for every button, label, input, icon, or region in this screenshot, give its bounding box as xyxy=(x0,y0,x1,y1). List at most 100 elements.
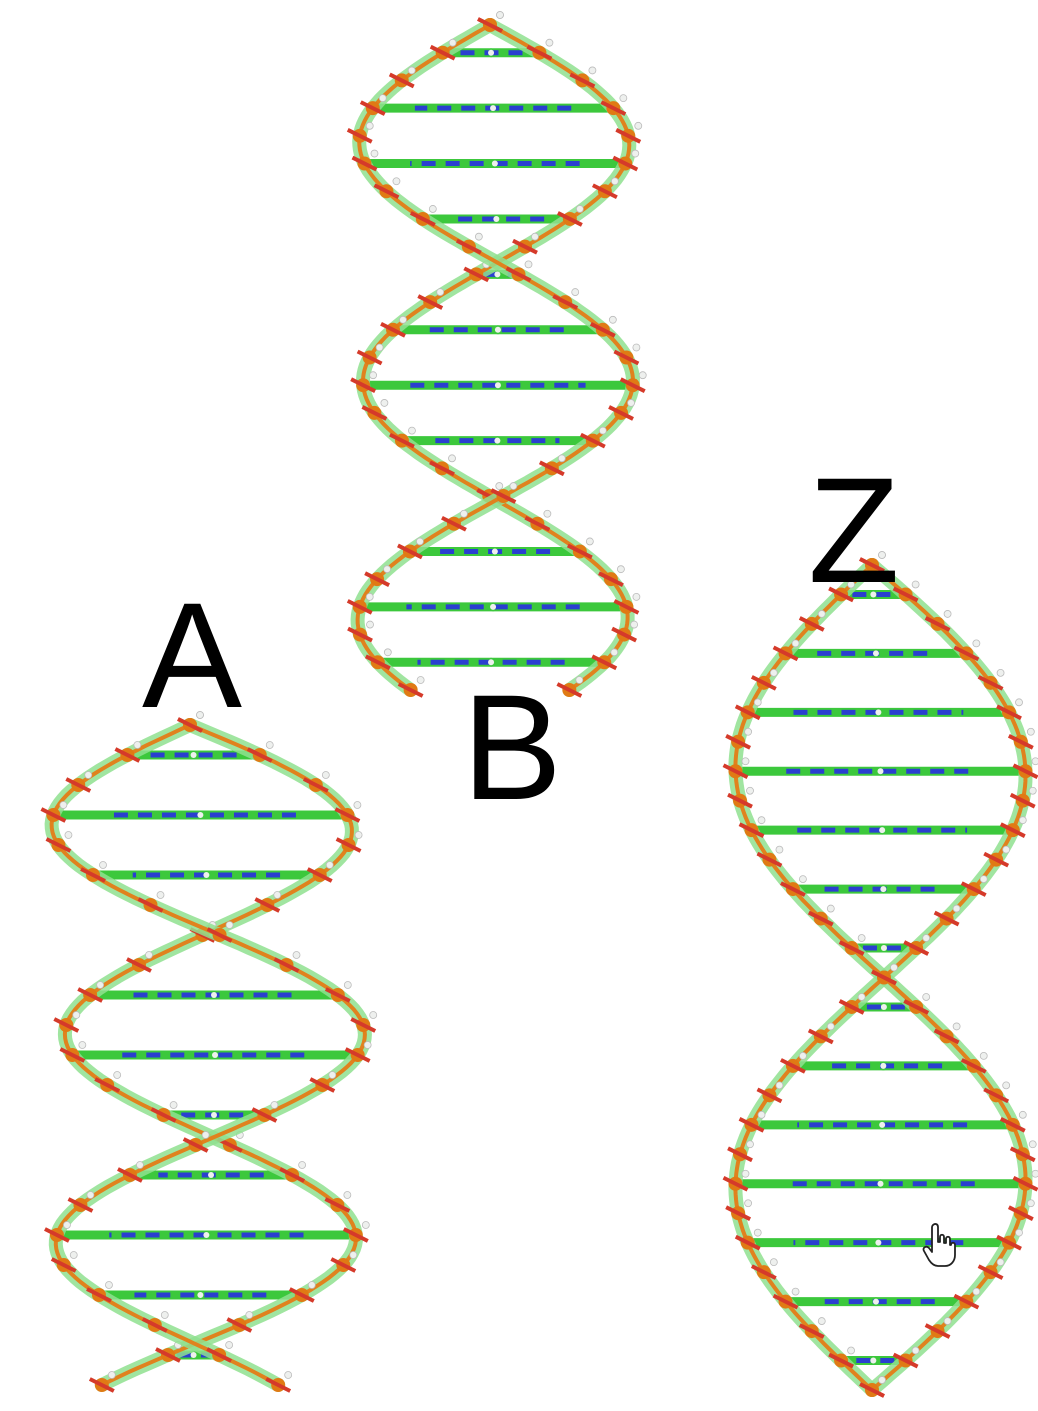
oxygen-atom xyxy=(725,1205,752,1222)
hydrogen-atom xyxy=(543,509,552,518)
hydrogen-atom xyxy=(746,1140,754,1149)
hydrogen-atom xyxy=(826,904,835,913)
oxygen-atom xyxy=(566,543,593,560)
hydrogen-atom xyxy=(1026,1199,1035,1208)
oxygen-atom xyxy=(373,183,400,200)
hydrogen-atom xyxy=(817,610,826,618)
oxygen-atom xyxy=(80,867,106,883)
oxygen-atom xyxy=(750,675,777,691)
hydrogen-atom xyxy=(632,343,641,352)
phosphate-backbone-2 xyxy=(355,23,635,692)
hydrogen-bond xyxy=(879,1121,886,1128)
hydrogen-bond xyxy=(488,49,495,56)
hydrogen-atom xyxy=(105,1281,113,1289)
oxygen-atom xyxy=(569,72,596,89)
hydrogen-atom xyxy=(757,816,766,825)
oxygen-atom xyxy=(556,211,583,227)
hydrogen-atom xyxy=(638,371,647,380)
oxygen-atom xyxy=(44,1227,70,1243)
hydrogen-atom xyxy=(631,149,640,158)
oxygen-atom xyxy=(772,1293,799,1310)
hydrogen-atom xyxy=(136,1161,144,1169)
oxygen-atom xyxy=(455,238,482,255)
oxygen-atom xyxy=(828,586,854,603)
hydrogen-atom xyxy=(911,580,920,589)
hydrogen-atom xyxy=(325,861,334,869)
oxygen-atom xyxy=(361,405,388,421)
hydrogen-bond xyxy=(872,1298,879,1305)
oxygen-atom xyxy=(996,704,1022,721)
oxygen-atom xyxy=(206,1347,233,1363)
hydrogen-atom xyxy=(952,904,961,913)
oxygen-atom xyxy=(155,1347,181,1363)
hydrogen-atom xyxy=(952,1022,961,1031)
oxygen-atom xyxy=(344,1047,371,1063)
hydrogen-atom xyxy=(1002,845,1011,854)
hydrogen-atom xyxy=(63,1221,71,1229)
oxygen-atom xyxy=(933,1028,960,1045)
hydrogen-atom xyxy=(72,1011,81,1019)
hydrogen-bond xyxy=(212,1052,218,1058)
hydrogen-atom xyxy=(460,509,468,518)
oxygen-atom xyxy=(342,1227,369,1243)
hydrogen-bond xyxy=(493,215,500,222)
hydrogen-atom xyxy=(757,1110,766,1119)
oxygen-atom xyxy=(463,266,490,283)
hydrogen-atom xyxy=(354,831,363,839)
hydrogen-atom xyxy=(408,426,416,435)
oxygen-atom xyxy=(288,1287,315,1303)
oxygen-atom xyxy=(137,897,164,913)
hydrogen-atom xyxy=(791,1287,800,1296)
hydrogen-atom xyxy=(1018,816,1027,825)
oxygen-atom xyxy=(226,1317,253,1333)
hydrogen-atom xyxy=(416,537,424,546)
hydrogen-atom xyxy=(1031,1169,1038,1178)
z-dna-helix xyxy=(722,551,1038,1398)
oxygen-atom xyxy=(350,1017,377,1033)
hydrogen-atom xyxy=(245,1311,254,1319)
oxygen-atom xyxy=(892,586,919,603)
oxygen-atom xyxy=(1012,763,1038,780)
hydrogen-atom xyxy=(407,66,416,75)
oxygen-atom xyxy=(364,571,390,587)
oxygen-atom xyxy=(924,1323,951,1339)
hydrogen-atom xyxy=(1026,727,1035,736)
hydrogen-atom xyxy=(878,1376,886,1384)
sugar-backbone-1 xyxy=(355,18,637,697)
sugar-backbone-2 xyxy=(350,18,640,697)
hydrogen-bond xyxy=(880,1003,887,1010)
hydrogen-atom xyxy=(225,921,234,929)
oxygen-atom xyxy=(983,851,1010,868)
oxygen-atom xyxy=(756,851,783,868)
oxygen-atom xyxy=(738,822,765,838)
oxygen-atom xyxy=(335,837,362,853)
oxygen-atom xyxy=(409,211,436,227)
oxygen-atom xyxy=(613,349,640,366)
hydrogen-bond xyxy=(879,827,886,834)
oxygen-atom xyxy=(346,128,373,144)
oxygen-atom xyxy=(77,987,104,1003)
oxygen-atom xyxy=(591,183,618,200)
hydrogen-atom xyxy=(399,315,407,324)
hydrogen-atom xyxy=(847,580,855,589)
oxygen-atom xyxy=(807,1028,834,1045)
oxygen-atom xyxy=(589,322,616,338)
hydrogen-atom xyxy=(799,1051,807,1060)
hydrogen-atom xyxy=(225,1341,234,1349)
oxygen-atom xyxy=(356,349,383,366)
hydrogen-atom xyxy=(160,1311,169,1319)
hydrogen-bond xyxy=(875,709,882,716)
a-dna-helix xyxy=(40,711,378,1393)
hydrogen-atom xyxy=(753,1228,762,1237)
hydrogen-atom xyxy=(817,1317,826,1325)
oxygen-atom xyxy=(206,927,233,943)
hydrogen-atom xyxy=(343,1191,352,1199)
oxygen-atom xyxy=(389,432,415,449)
oxygen-atom xyxy=(265,1377,292,1393)
hydrogen-bond xyxy=(877,1180,884,1187)
hydrogen-atom xyxy=(307,1281,316,1289)
oxygen-atom xyxy=(977,675,1004,691)
oxygen-atom xyxy=(612,155,639,172)
phosphate-backbone-1 xyxy=(360,23,632,692)
